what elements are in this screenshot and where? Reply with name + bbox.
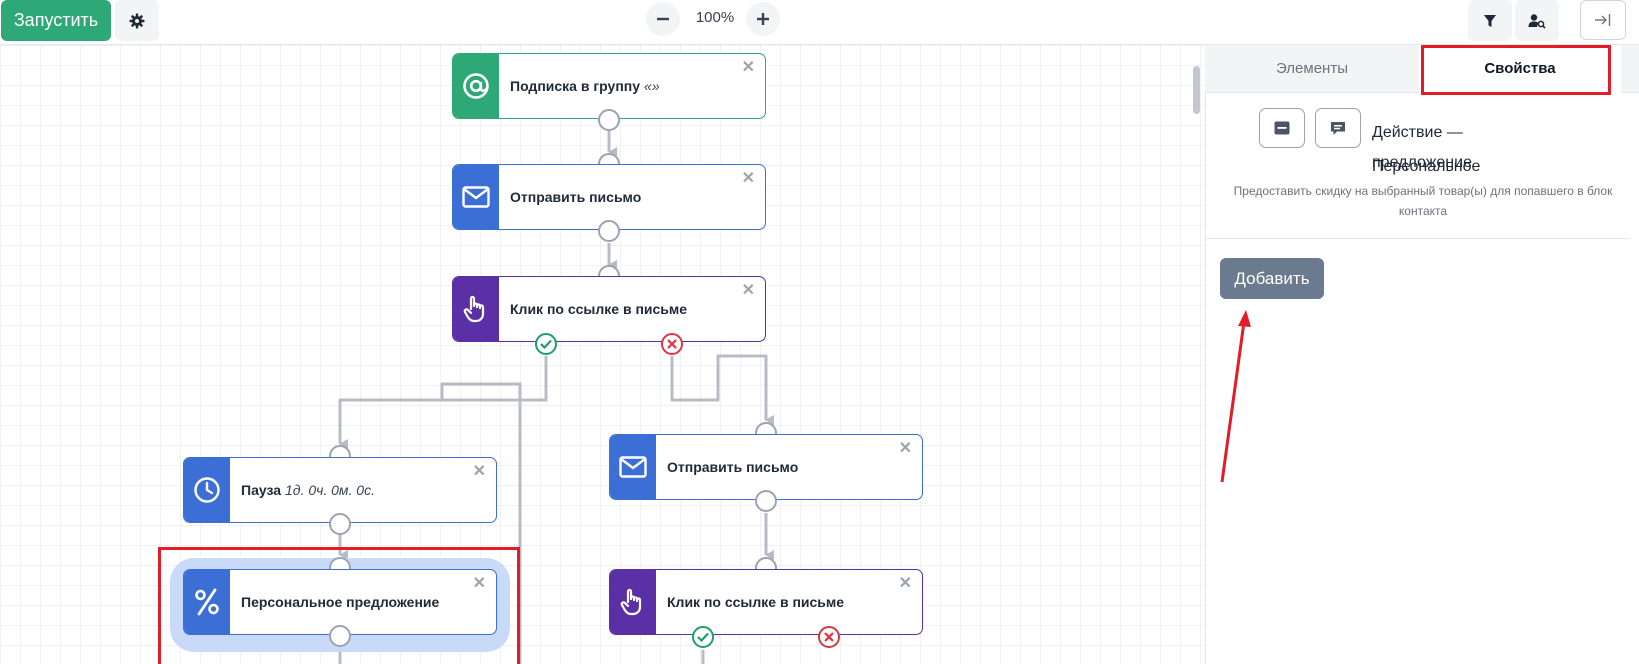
port-yes[interactable]: [692, 626, 714, 648]
close-icon[interactable]: ✕: [898, 575, 912, 592]
minus-icon: [657, 17, 669, 21]
annotation-box-properties-tab: [1421, 45, 1611, 95]
annotation-arrow: [1220, 310, 1251, 483]
port-out[interactable]: [598, 109, 620, 131]
node-title: Отправить письмо: [667, 459, 799, 475]
properties-title-cont: предложение: [1372, 154, 1472, 171]
node-icon-box: [184, 458, 230, 522]
run-button[interactable]: Запустить: [1, 0, 111, 41]
node-icon-box: [610, 570, 656, 634]
plus-icon: [757, 13, 769, 25]
filter-icon: [1484, 14, 1496, 27]
close-icon[interactable]: ✕: [472, 463, 486, 480]
tab-properties[interactable]: Свойства: [1419, 45, 1621, 93]
node-title: Клик по ссылке в письме: [667, 594, 845, 610]
zoom-level: 100%: [695, 9, 735, 26]
collapse-panel-button[interactable]: [1580, 0, 1626, 40]
node-icon-box: [453, 277, 499, 341]
port-out[interactable]: [329, 513, 351, 535]
node-click-link[interactable]: Клик по ссылке в письме ✕: [452, 276, 766, 342]
cross-icon: [824, 632, 834, 642]
close-icon[interactable]: ✕: [741, 170, 755, 187]
close-icon[interactable]: ✕: [741, 59, 755, 76]
at-icon: [463, 73, 489, 99]
percent-icon: [195, 588, 219, 616]
user-search-icon: [1528, 13, 1546, 29]
envelope-icon: [619, 456, 647, 478]
properties-panel: [1205, 45, 1639, 664]
node-click-link-2[interactable]: Клик по ссылке в письме ✕: [609, 569, 923, 635]
settings-button[interactable]: [115, 0, 159, 41]
check-icon: [697, 632, 709, 642]
node-send-email-2[interactable]: Отправить письмо ✕: [609, 434, 923, 500]
top-toolbar: Запустить 100%: [0, 0, 1639, 45]
zoom-out-button[interactable]: [646, 2, 680, 36]
clock-icon: [194, 477, 220, 503]
comment-button[interactable]: [1315, 108, 1361, 148]
add-button[interactable]: Добавить: [1220, 258, 1324, 299]
properties-description: Предоставить скидку на выбранный товар(ы…: [1233, 184, 1613, 218]
pointer-hand-icon: [463, 295, 485, 323]
node-title: Подписка в группу«»: [510, 78, 660, 94]
pointer-hand-icon: [620, 588, 642, 616]
check-icon: [540, 339, 552, 349]
zoom-in-button[interactable]: [746, 2, 780, 36]
port-out[interactable]: [329, 625, 351, 647]
panel-divider: [1205, 238, 1630, 239]
envelope-icon: [462, 186, 490, 208]
node-send-email[interactable]: Отправить письмо ✕: [452, 164, 766, 230]
node-personal-offer[interactable]: Персональное предложение ✕: [183, 569, 497, 635]
gear-icon: [129, 13, 145, 28]
node-icon-box: [453, 165, 499, 229]
node-icon-box: [184, 570, 230, 634]
card-icon: [1274, 121, 1290, 135]
port-no[interactable]: [818, 626, 840, 648]
annotation-box-selected-node: [158, 547, 520, 664]
port-out[interactable]: [755, 490, 777, 512]
canvas-scrollbar-thumb[interactable]: [1193, 66, 1200, 114]
close-icon[interactable]: ✕: [741, 282, 755, 299]
node-icon-box: [610, 435, 656, 499]
port-no[interactable]: [661, 333, 683, 355]
node-icon-box: [453, 54, 499, 118]
canvas-scrollbar[interactable]: [1190, 65, 1198, 645]
node-view-button[interactable]: [1259, 108, 1305, 148]
filter-button[interactable]: [1468, 0, 1512, 41]
arrow-right-to-bar-icon: [1595, 14, 1611, 26]
tab-elements[interactable]: Элементы: [1276, 60, 1348, 77]
node-title: Персональное предложение: [241, 594, 440, 610]
close-icon[interactable]: ✕: [472, 575, 486, 592]
cross-icon: [667, 339, 677, 349]
connection-lines: [338, 130, 774, 664]
port-out[interactable]: [598, 220, 620, 242]
comment-icon: [1331, 121, 1345, 135]
port-yes[interactable]: [535, 333, 557, 355]
close-icon[interactable]: ✕: [898, 440, 912, 457]
contact-search-button[interactable]: [1515, 0, 1559, 41]
properties-title: Действие — Персональное: [1372, 124, 1481, 175]
node-title: Отправить письмо: [510, 189, 642, 205]
node-title: Клик по ссылке в письме: [510, 301, 688, 317]
